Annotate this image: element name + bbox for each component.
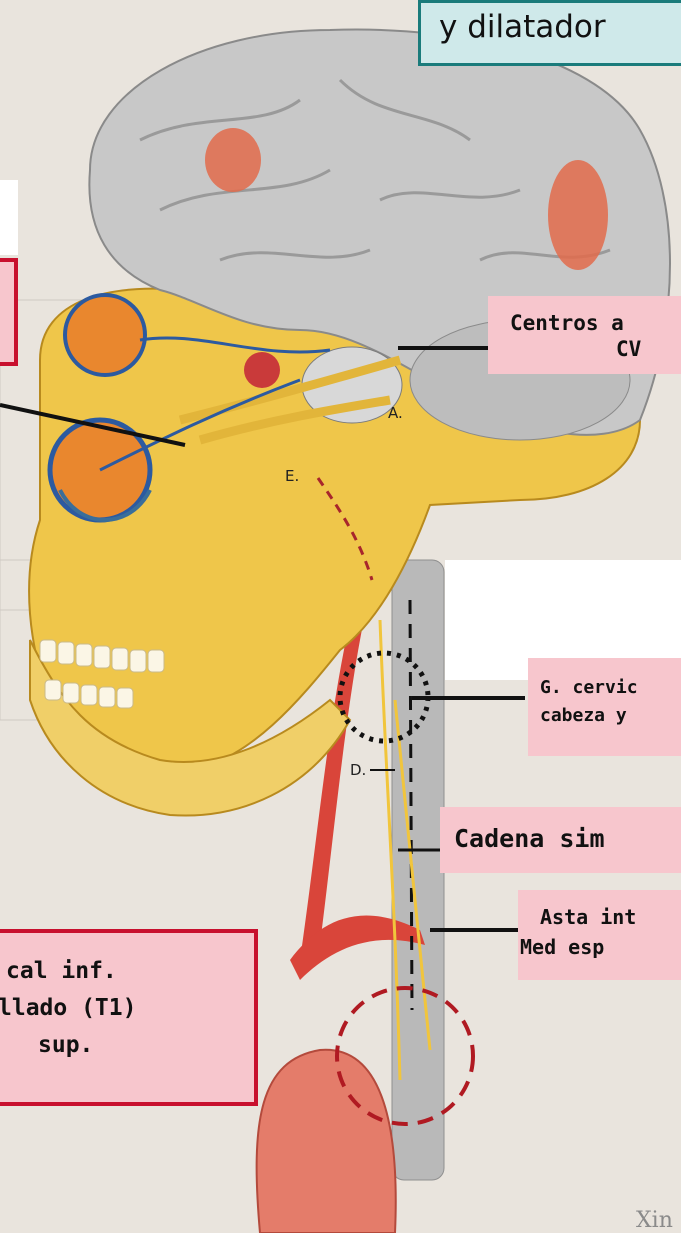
eye-upper <box>65 295 145 375</box>
label-asta: Asta int Med esp <box>518 890 681 980</box>
page-title: y dilatador <box>418 0 681 66</box>
label-asta-line2: Med esp <box>520 932 681 962</box>
label-centros-line2: CV <box>510 336 681 362</box>
spinal-column <box>392 560 444 1180</box>
label-ganglia-left: cal inf. llado (T1) sup. <box>0 929 258 1106</box>
label-ganglia-line2: llado (T1) <box>0 990 254 1027</box>
label-ganglia-line3: sup. <box>0 1027 254 1064</box>
letter-e: E. <box>285 467 299 485</box>
label-centros-line1: Centros a <box>510 310 681 336</box>
label-asta-line1: Asta int <box>540 902 681 932</box>
occipital-area <box>548 160 608 270</box>
label-cervical-line1: G. cervic <box>540 674 681 702</box>
white-panel-left <box>0 180 18 255</box>
label-ganglia-line1: cal inf. <box>0 953 254 990</box>
label-cadena: Cadena sim <box>440 807 681 873</box>
aortic-arch <box>257 1050 396 1233</box>
letter-a: A. <box>388 404 403 422</box>
motor-area <box>205 128 261 192</box>
label-cervical-line2: cabeza y <box>540 702 681 730</box>
label-cadena-text: Cadena sim <box>454 823 681 854</box>
label-cervical: G. cervic cabeza y <box>528 658 681 756</box>
letter-d: D. <box>350 761 366 779</box>
label-centros: Centros a CV <box>488 296 681 374</box>
watermark: Xin <box>636 1208 673 1233</box>
ganglion-red <box>244 352 280 388</box>
sympathetic-trunk <box>410 600 412 1010</box>
left-label-upper <box>0 258 18 366</box>
